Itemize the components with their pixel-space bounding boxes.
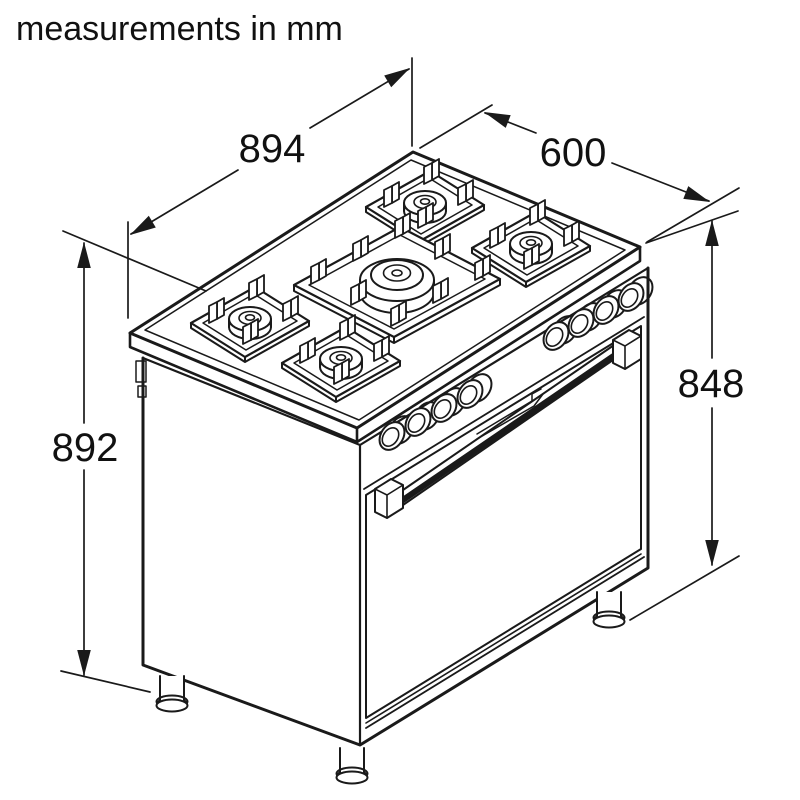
arrowhead (126, 215, 156, 241)
burner-front-left (191, 275, 309, 362)
dimension-width: 894 (126, 57, 414, 319)
leg-right (592, 591, 626, 629)
extension-line (629, 555, 740, 621)
control-knob (612, 271, 659, 317)
dimension-label-height-right: 848 (678, 362, 745, 406)
oven-door (363, 316, 645, 729)
dimension-height-left: 892 (52, 230, 207, 693)
hob-border (144, 159, 626, 421)
dimension-height-right: 848 (629, 210, 745, 621)
dimension-depth: 600 (419, 104, 740, 243)
extension-line (60, 670, 151, 693)
dimension-label-height-left: 892 (52, 426, 119, 470)
arrowhead (683, 186, 713, 209)
arrowhead (77, 242, 91, 268)
panel-seam (476, 388, 544, 440)
page-title: measurements in mm (16, 10, 343, 48)
dimension-label-width: 894 (239, 127, 306, 171)
door-handle (374, 329, 642, 519)
extension-line (646, 187, 740, 243)
extension-line (62, 230, 207, 292)
extension-line (645, 210, 739, 244)
cooker-drawing (128, 150, 659, 785)
legs (155, 591, 626, 785)
burner-center-wok (294, 213, 500, 343)
side-hinge-detail (135, 360, 147, 398)
arrowhead (705, 540, 719, 566)
dimension-label-depth: 600 (540, 131, 607, 175)
drawer-front (365, 556, 645, 729)
arrowhead (705, 220, 719, 246)
burners (191, 159, 590, 402)
arrowhead (77, 650, 91, 676)
leg-left (155, 675, 189, 713)
extension-line (419, 104, 493, 149)
arrowhead (384, 62, 414, 88)
hob-top (128, 150, 642, 444)
leg-front (335, 747, 369, 785)
